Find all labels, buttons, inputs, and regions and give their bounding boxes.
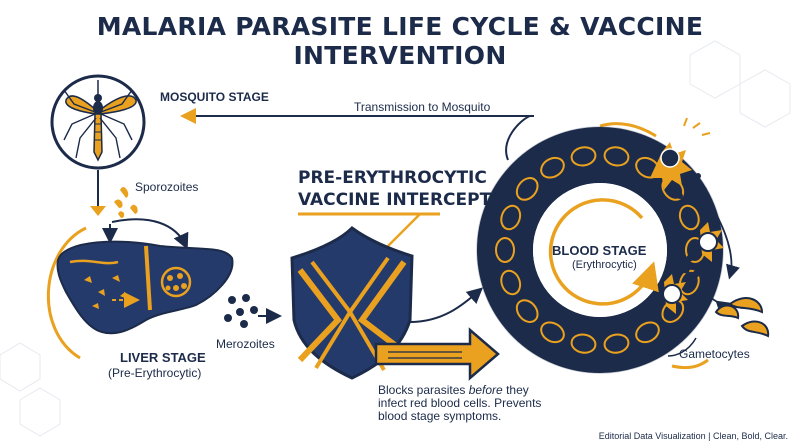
blocks-line2: infect red blood cells. Prevents xyxy=(378,396,542,410)
vaccine-shield-icon xyxy=(290,226,414,380)
blood-stage-ring xyxy=(476,126,724,374)
red-blood-cell xyxy=(603,146,630,167)
liver-stage-label: LIVER STAGE xyxy=(120,350,206,365)
red-blood-cells xyxy=(495,146,705,354)
liver-icon xyxy=(56,240,234,335)
blood-stage-label: BLOOD STAGE xyxy=(552,243,647,258)
mosquito-stage-label: MOSQUITO STAGE xyxy=(160,90,269,104)
footer-credit: Editorial Data Visualization | Clean, Bo… xyxy=(598,431,788,441)
mosquito-icon xyxy=(50,74,146,170)
sporozoite-icons xyxy=(114,187,138,218)
vaccine-title-line1: PRE-ERYTHROCYTIC xyxy=(298,168,487,188)
red-blood-cell xyxy=(603,333,630,354)
merozoites-label: Merozoites xyxy=(216,337,275,351)
red-blood-cell xyxy=(661,299,685,323)
red-blood-cell xyxy=(495,237,515,263)
red-blood-cell xyxy=(570,333,597,354)
blocks-line3: blood stage symptoms. xyxy=(378,409,502,423)
red-blood-cell xyxy=(570,146,597,167)
red-blood-cell xyxy=(540,321,565,344)
liver-stage-sublabel: (Pre-Erythrocytic) xyxy=(108,366,202,380)
page-title: MALARIA PARASITE LIFE CYCLE & VACCINE IN… xyxy=(96,12,704,70)
red-blood-cell xyxy=(515,299,539,323)
gametocytes-label: Gametocytes xyxy=(679,347,750,361)
gametocyte-icons xyxy=(714,297,770,338)
blocks-emphasis: before xyxy=(468,383,503,397)
red-blood-cell xyxy=(515,177,539,201)
red-blood-cell xyxy=(635,321,660,344)
blocks-line1b: they xyxy=(502,383,529,397)
transmission-arrow xyxy=(505,115,531,161)
blocks-description: Blocks parasites before they infect red … xyxy=(378,384,541,423)
background-pattern xyxy=(0,40,791,437)
vaccine-title-line2: VACCINE INTERCEPTS xyxy=(298,190,504,210)
red-blood-cell xyxy=(678,204,700,231)
liver-cycle-arc xyxy=(47,226,87,360)
red-blood-cell xyxy=(500,204,522,231)
red-blood-cell xyxy=(500,269,522,296)
blood-stage-sublabel: (Erythrocytic) xyxy=(572,259,637,271)
merozoite-icons xyxy=(224,294,258,328)
burst-icons xyxy=(650,117,724,314)
transmission-label: Transmission to Mosquito xyxy=(354,100,491,114)
red-blood-cell xyxy=(678,269,700,296)
red-blood-cell xyxy=(540,156,565,179)
block-arrow xyxy=(374,327,500,381)
merozoite-release xyxy=(677,173,712,282)
sporozoites-label: Sporozoites xyxy=(135,180,199,194)
blocks-line1: Blocks parasites xyxy=(378,383,469,397)
